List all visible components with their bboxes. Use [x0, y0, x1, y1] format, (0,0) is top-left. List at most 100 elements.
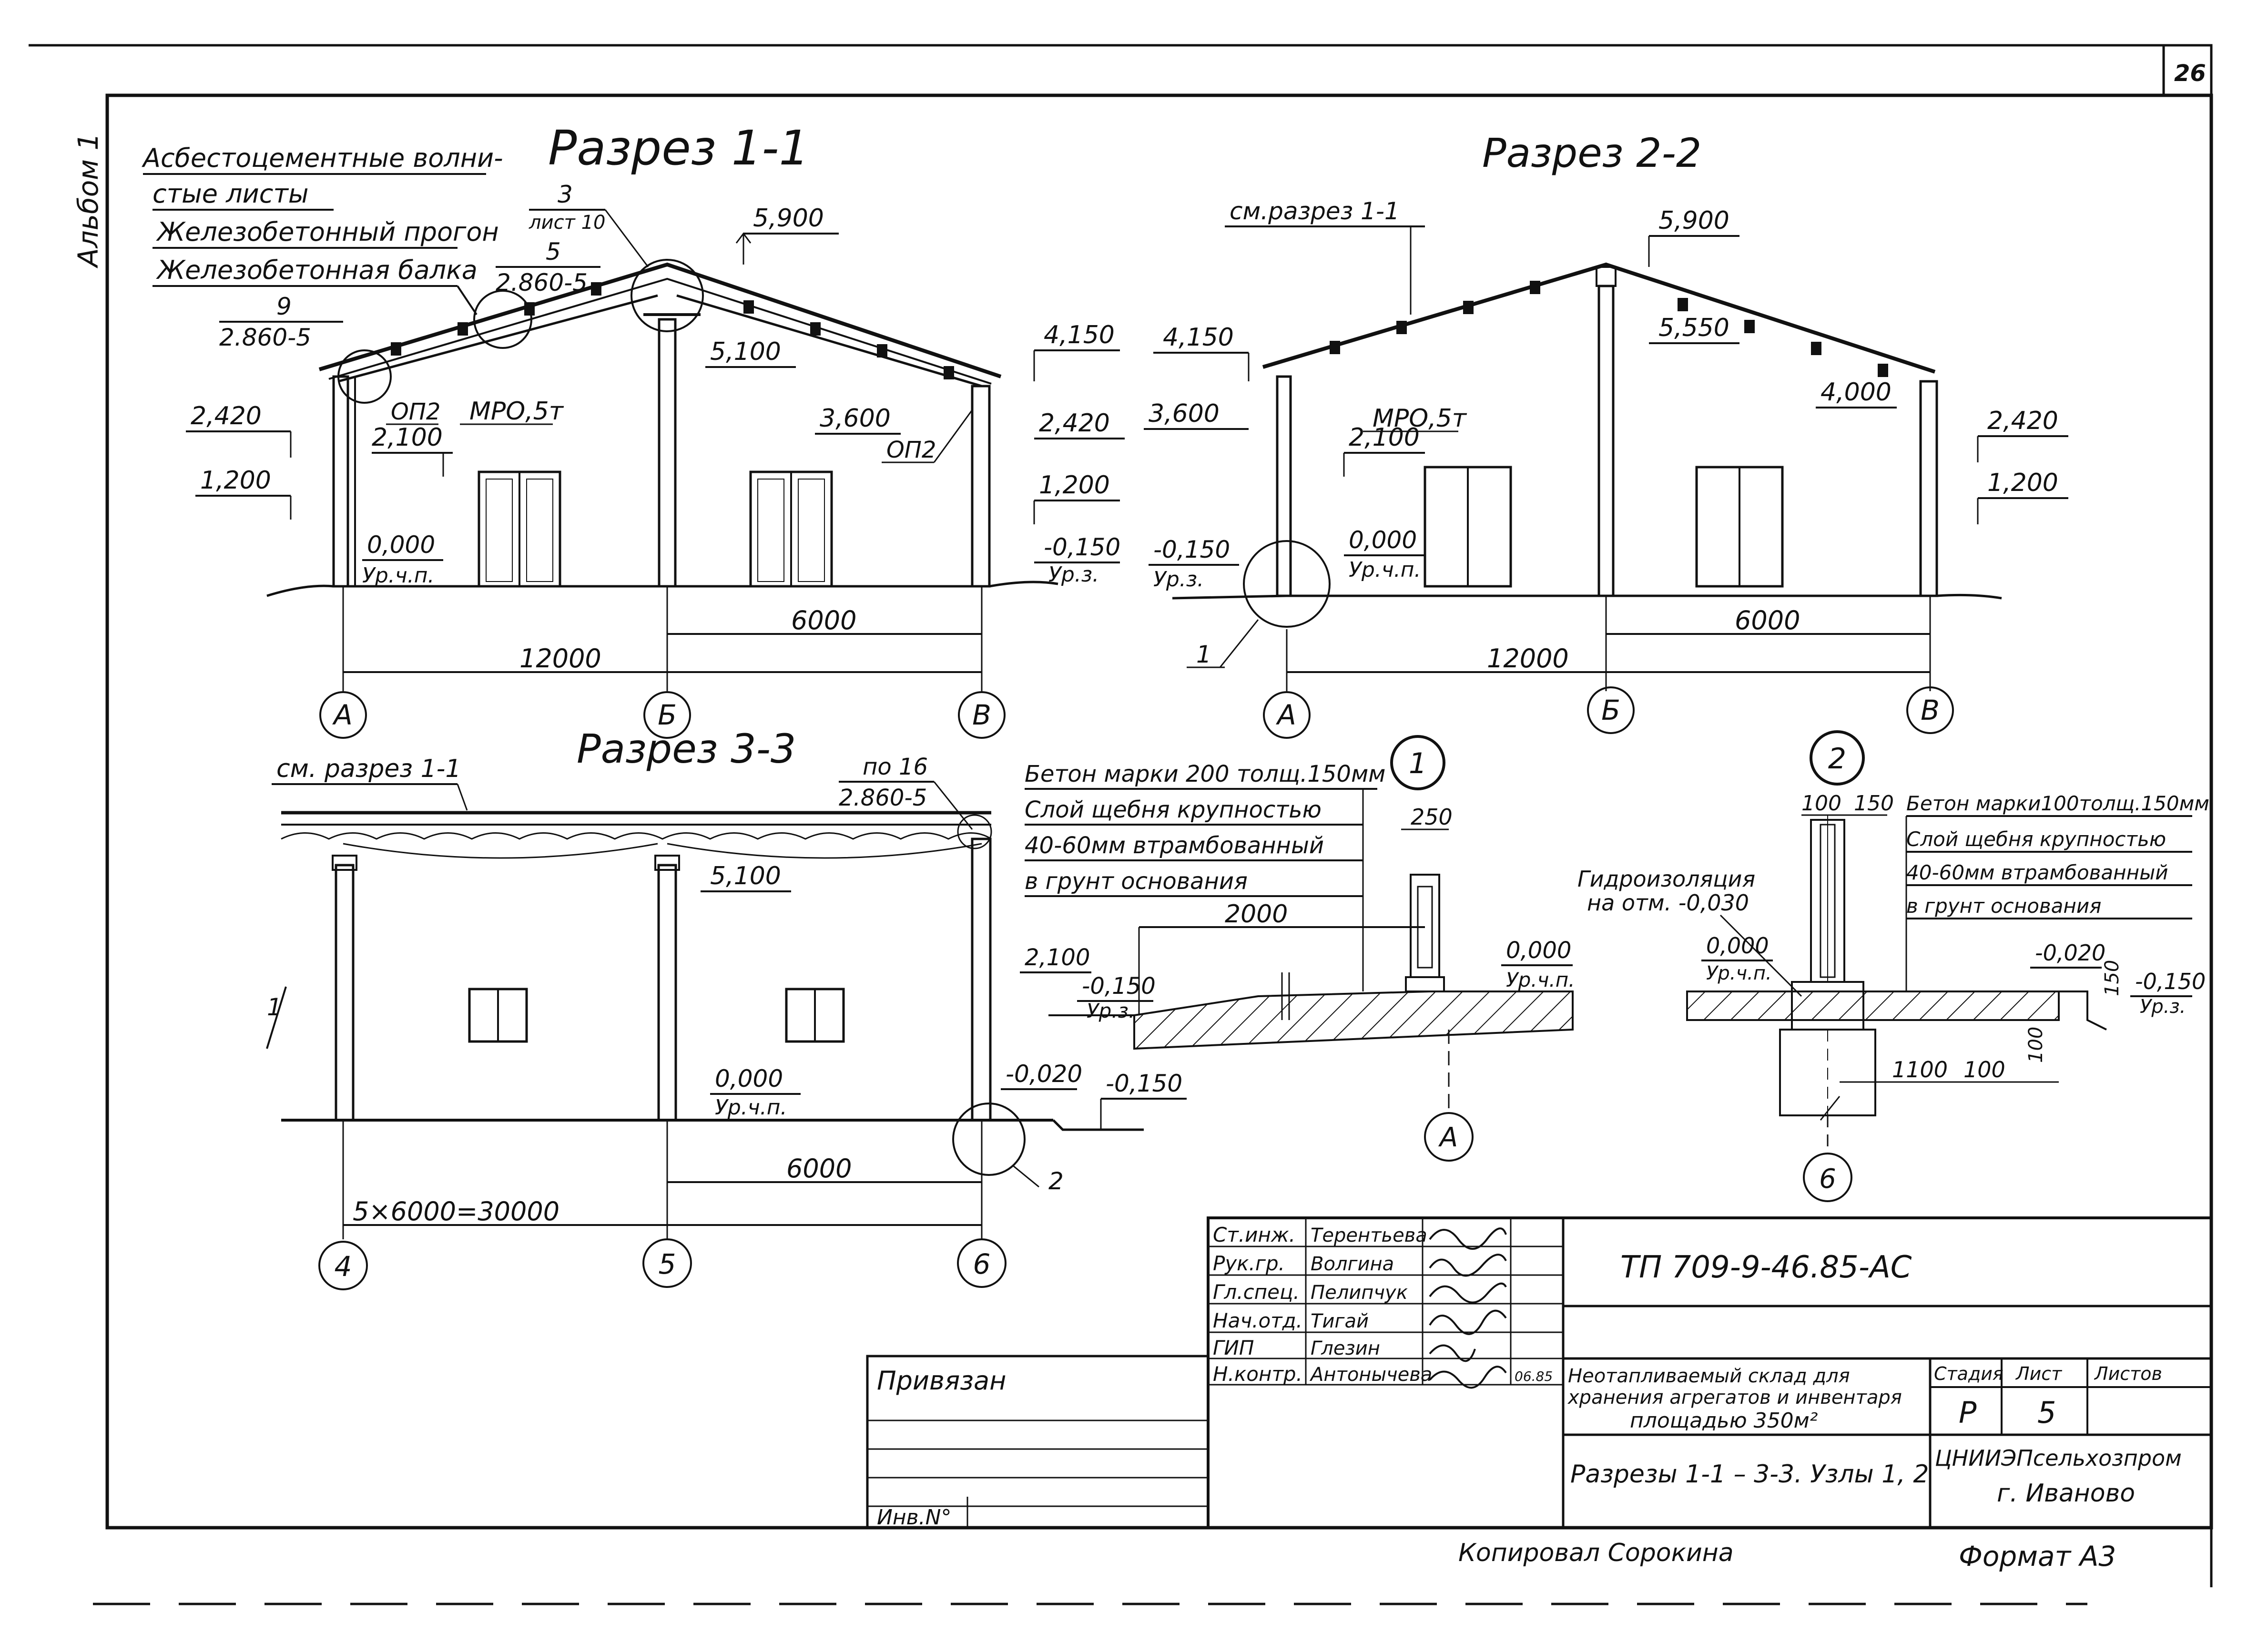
dim-span-half: 6000: [1735, 605, 1800, 635]
door-left: [1424, 466, 1512, 588]
axis-marker: 6: [1819, 1164, 1836, 1195]
elev-4000: 4,000: [1821, 378, 1892, 407]
organization: ЦНИИЭПсельхозпром: [1935, 1445, 2182, 1471]
elev-2100: 2,100: [1025, 944, 1090, 971]
ref-section: см. разрез 1-1: [276, 755, 461, 783]
callout-ref: 2.860-5: [219, 324, 311, 351]
signatures: [1429, 1227, 1507, 1389]
elev-m0150: -0,150: [1106, 1070, 1182, 1097]
title-block: Привязан Инв.N° Ст.инж. Терентьева Рук.г…: [866, 1216, 2213, 1530]
elev-m0020: -0,020: [2035, 940, 2105, 966]
node-ref: 1: [1196, 641, 1211, 668]
dim-150-vertical: 150: [2101, 960, 2123, 996]
axis-marker: А: [332, 699, 353, 731]
section-3-3-title: Разрез 3-3: [577, 725, 796, 772]
note-line: Железобетонная балка: [156, 255, 478, 285]
dim-150: 150: [1854, 791, 1894, 816]
note-line: Слой щебня крупностью: [1025, 796, 1322, 823]
axis-marker: Б: [1601, 694, 1620, 726]
elev-m0150: -0,150: [2135, 969, 2206, 994]
door-right: [749, 470, 833, 588]
note-line: 40-60мм втрамбованный: [1906, 861, 2168, 884]
label-mro: МРО,5т: [469, 397, 564, 426]
elev-5550: 5,550: [1658, 314, 1729, 342]
label-op2: ОП2: [391, 398, 440, 425]
dim-length: 2000: [1225, 900, 1288, 929]
note-line: 40-60мм втрамбованный: [1025, 832, 1324, 859]
elev-0000: 0,000: [1349, 526, 1417, 554]
callout-num: по 16: [863, 754, 928, 780]
elev-5100: 5,100: [710, 862, 781, 890]
note-line: Бетон марки 200 толщ.150мм: [1025, 761, 1385, 787]
ground-level: Ур.ч.п.: [1349, 558, 1421, 582]
ground-level: Ур.ч.п.: [1506, 968, 1575, 991]
ref-section: см.разрез 1-1: [1230, 197, 1400, 225]
note-line: в грунт основания: [1025, 868, 1248, 895]
section-1-1: Разрез 1-1 Асбестоцементные волни- стые …: [142, 120, 1125, 739]
elev-m0150: -0,150: [1082, 973, 1156, 1000]
signer-name: Тигай: [1311, 1310, 1369, 1332]
dim-total: 5×6000=30000: [353, 1196, 559, 1226]
project-code: ТП 709-9-46.85-АС: [1620, 1250, 1912, 1285]
ground-outside: Ур.з.: [2140, 996, 2186, 1018]
ground-level: Ур.ч.п.: [362, 563, 434, 588]
dim-100: 100: [1963, 1057, 2005, 1082]
elev-0000: 0,000: [1506, 937, 1571, 964]
callout-sheet: лист 10: [529, 212, 605, 234]
callout-num: 3: [558, 181, 573, 208]
elev-0000: 0,000: [367, 531, 435, 559]
ground-outside: Ур.з.: [1153, 567, 1204, 592]
dim-wall: 250: [1411, 804, 1453, 830]
dim-span-total: 12000: [519, 643, 601, 674]
signer-name: Антонычева: [1309, 1364, 1432, 1386]
elev-2420-right: 2,420: [1039, 409, 1110, 438]
ground-outside: Ур.з.: [1048, 562, 1099, 587]
signer-name: Пелипчук: [1311, 1282, 1408, 1304]
break-mark: 1: [267, 993, 282, 1021]
elev-ridge: 5,900: [753, 204, 824, 233]
axis-marker: А: [1275, 699, 1296, 731]
signer-name: Волгина: [1311, 1253, 1394, 1275]
elev-3600: 3,600: [820, 404, 891, 433]
signer-name: Глезин: [1311, 1338, 1380, 1359]
elev-2420-left: 2,420: [191, 402, 262, 430]
elev-4150: 4,150: [1044, 321, 1115, 349]
ground-outside: Ур.з.: [1087, 999, 1135, 1022]
signer-role: Рук.гр.: [1213, 1252, 1285, 1275]
node-1: 1 Бетон марки 200 толщ.150мм Слой щебня …: [1020, 735, 1575, 1162]
note-line: в грунт основания: [1906, 894, 2101, 918]
callout-ref: 2.860-5: [839, 785, 927, 811]
sheets-label: Листов: [2094, 1363, 2162, 1384]
signer-role: ГИП: [1213, 1336, 1254, 1359]
sheet-value: 5: [2037, 1395, 2056, 1430]
note-line: стые листы: [153, 179, 309, 209]
elev-1200-right: 1,200: [1039, 471, 1110, 500]
elev-m0150: -0,150: [1044, 533, 1120, 561]
dim-100: 100: [1801, 791, 1841, 816]
callout-num: 5: [546, 238, 561, 265]
node-ref: 2: [1048, 1167, 1064, 1195]
callout-ref: 2.860-5: [496, 269, 588, 296]
page-number: 26: [2174, 60, 2206, 87]
elev-m0020: -0,020: [1006, 1060, 1082, 1088]
signer-role: Ст.инж.: [1213, 1223, 1295, 1246]
attached-label: Привязан: [877, 1366, 1006, 1396]
object-line: Неотапливаемый склад для: [1568, 1365, 1850, 1387]
ground-level: Ур.ч.п.: [1706, 962, 1772, 984]
elev-2100: 2,100: [372, 423, 443, 452]
window: [468, 988, 528, 1043]
note-line: Слой щебня крупностью: [1906, 827, 2166, 851]
sheet-label: Лист: [2015, 1363, 2063, 1384]
callout-num: 9: [276, 293, 292, 320]
signer-role: Н.контр.: [1213, 1362, 1302, 1386]
section-1-1-title: Разрез 1-1: [548, 120, 809, 176]
node-number: 2: [1828, 742, 1846, 776]
section-2-2-title: Разрез 2-2: [1482, 130, 1701, 176]
signer-name: Терентьева: [1311, 1225, 1427, 1246]
object-line: хранения агрегатов и инвентаря: [1567, 1387, 1902, 1409]
section-2-2: Разрез 2-2 см.разрез 1-1: [1144, 130, 2068, 739]
note-line: Асбестоцементные волни-: [142, 143, 503, 173]
inventory-label: Инв.N°: [877, 1505, 952, 1530]
elev-2100: 2,100: [1349, 423, 1420, 452]
